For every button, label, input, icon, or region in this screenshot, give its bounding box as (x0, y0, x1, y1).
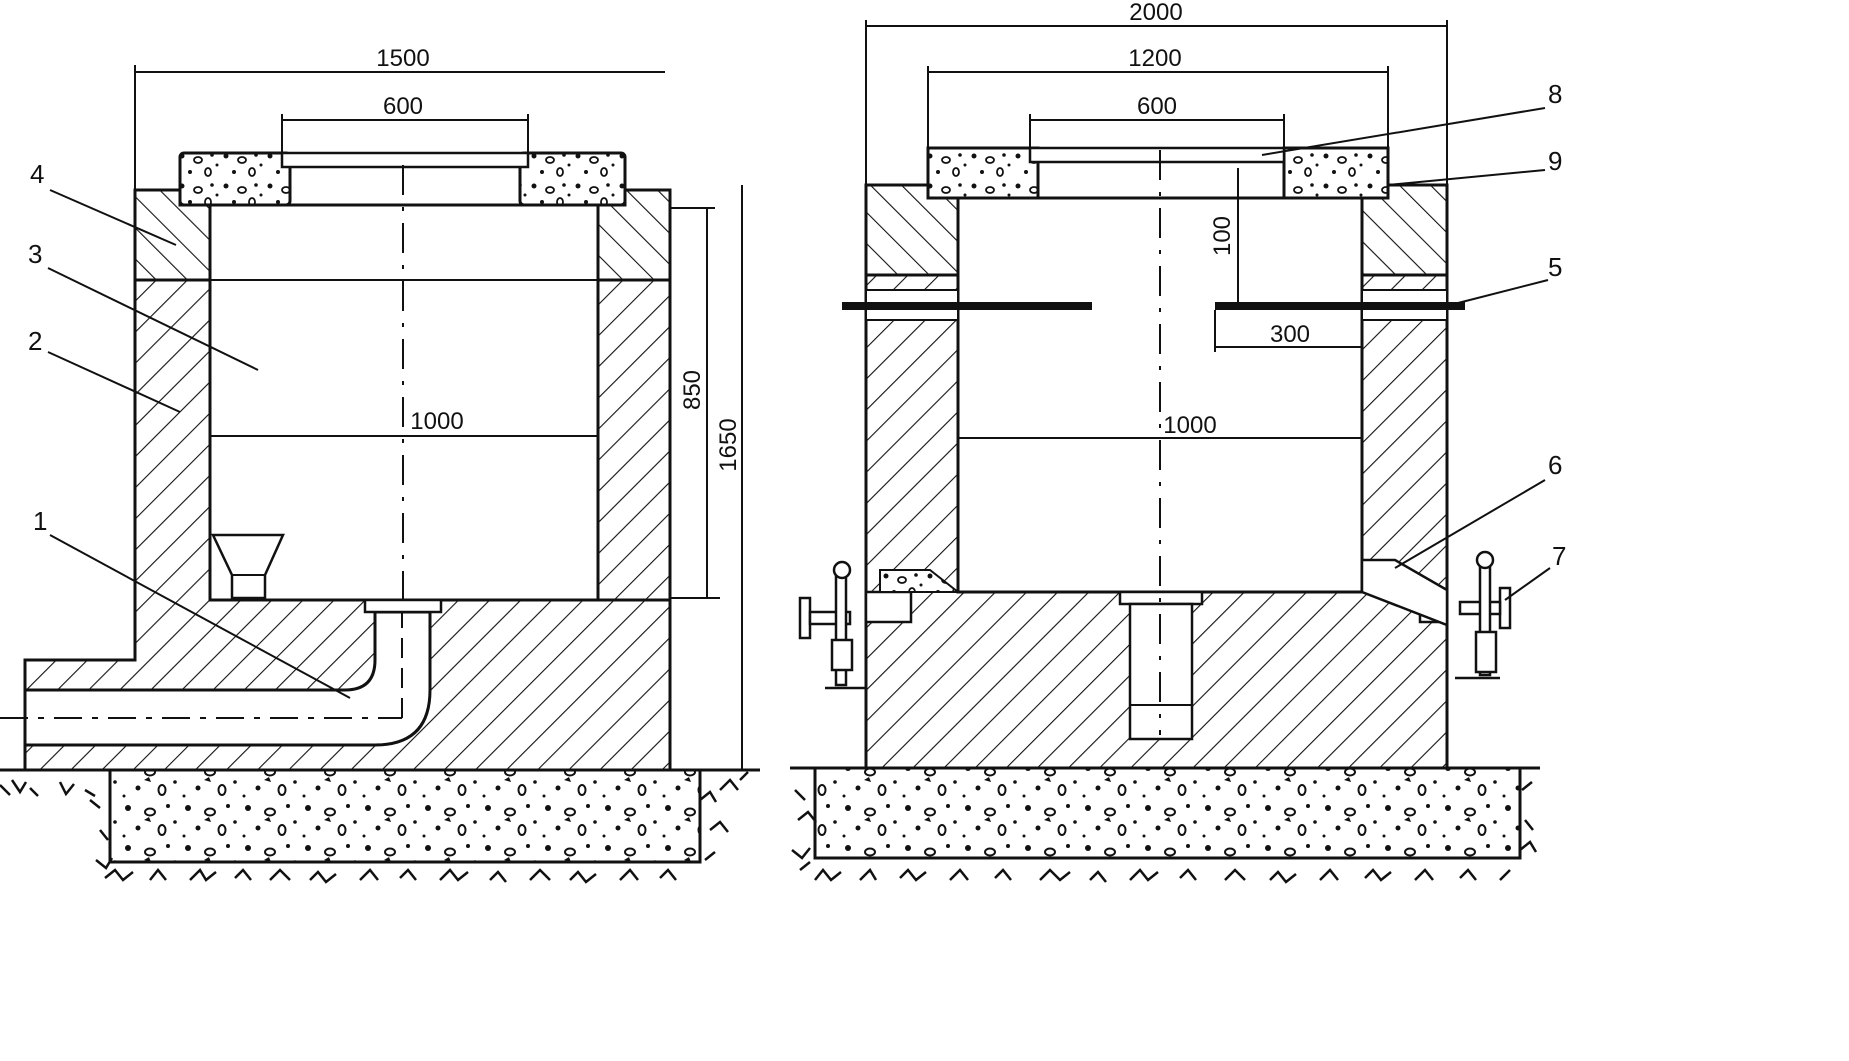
callout-7: 7 (1552, 541, 1566, 571)
right-bracket-left (842, 302, 1092, 310)
dim-left-total-height: 1650 (715, 418, 742, 471)
dim-left-hatch-opening: 600 (383, 93, 423, 120)
left-chamber-section (0, 151, 760, 884)
dim-right-overall-width: 2000 (1129, 0, 1182, 26)
right-soil-marks (791, 781, 1538, 884)
callout-3: 3 (28, 239, 42, 269)
dim-right-inner-width: 1000 (1163, 412, 1216, 439)
left-hatch-lid (280, 151, 530, 169)
left-callouts: 4 3 2 1 (28, 159, 351, 699)
right-cover-stone-right (1282, 146, 1390, 200)
dim-right-slab-width: 1200 (1128, 45, 1181, 72)
right-bracket-right (1215, 302, 1465, 310)
left-foundation (108, 768, 702, 864)
right-dimensions: 2000 1200 600 100 300 1000 (865, 0, 1448, 439)
left-outlet-pipe (23, 610, 432, 747)
right-hatch-lid (1028, 146, 1286, 164)
left-cover-stone-left (178, 151, 292, 207)
callout-9: 9 (1548, 146, 1562, 176)
left-pipe-flange (363, 598, 443, 614)
dim-left-inner-height: 850 (679, 370, 706, 410)
right-chamber-section (790, 146, 1540, 884)
left-right-wall (596, 278, 672, 602)
right-side-pipe-left (864, 590, 913, 624)
right-foundation (813, 766, 1522, 860)
callout-4: 4 (30, 159, 44, 189)
dim-right-bracket-length: 300 (1270, 321, 1310, 348)
dim-right-bracket-depth: 100 (1209, 216, 1236, 256)
dim-left-overall-width: 1500 (376, 45, 429, 72)
left-dimensions: 1500 600 1000 850 1650 (134, 45, 743, 770)
right-cone-6 (1360, 558, 1449, 627)
callout-2: 2 (28, 326, 42, 356)
dim-left-inner-width: 1000 (410, 408, 463, 435)
left-soil-marks (0, 771, 749, 884)
valve-right (1455, 550, 1512, 680)
right-callouts: 8 9 5 6 7 (1261, 79, 1566, 601)
callout-8: 8 (1548, 79, 1562, 109)
left-cover-stone-right (518, 151, 627, 207)
callout-5: 5 (1548, 252, 1562, 282)
right-cover-stone-left (926, 146, 1040, 200)
callout-1: 1 (33, 506, 47, 536)
valve-left (798, 560, 865, 690)
dim-right-hatch-opening: 600 (1137, 93, 1177, 120)
callout-6: 6 (1548, 450, 1562, 480)
